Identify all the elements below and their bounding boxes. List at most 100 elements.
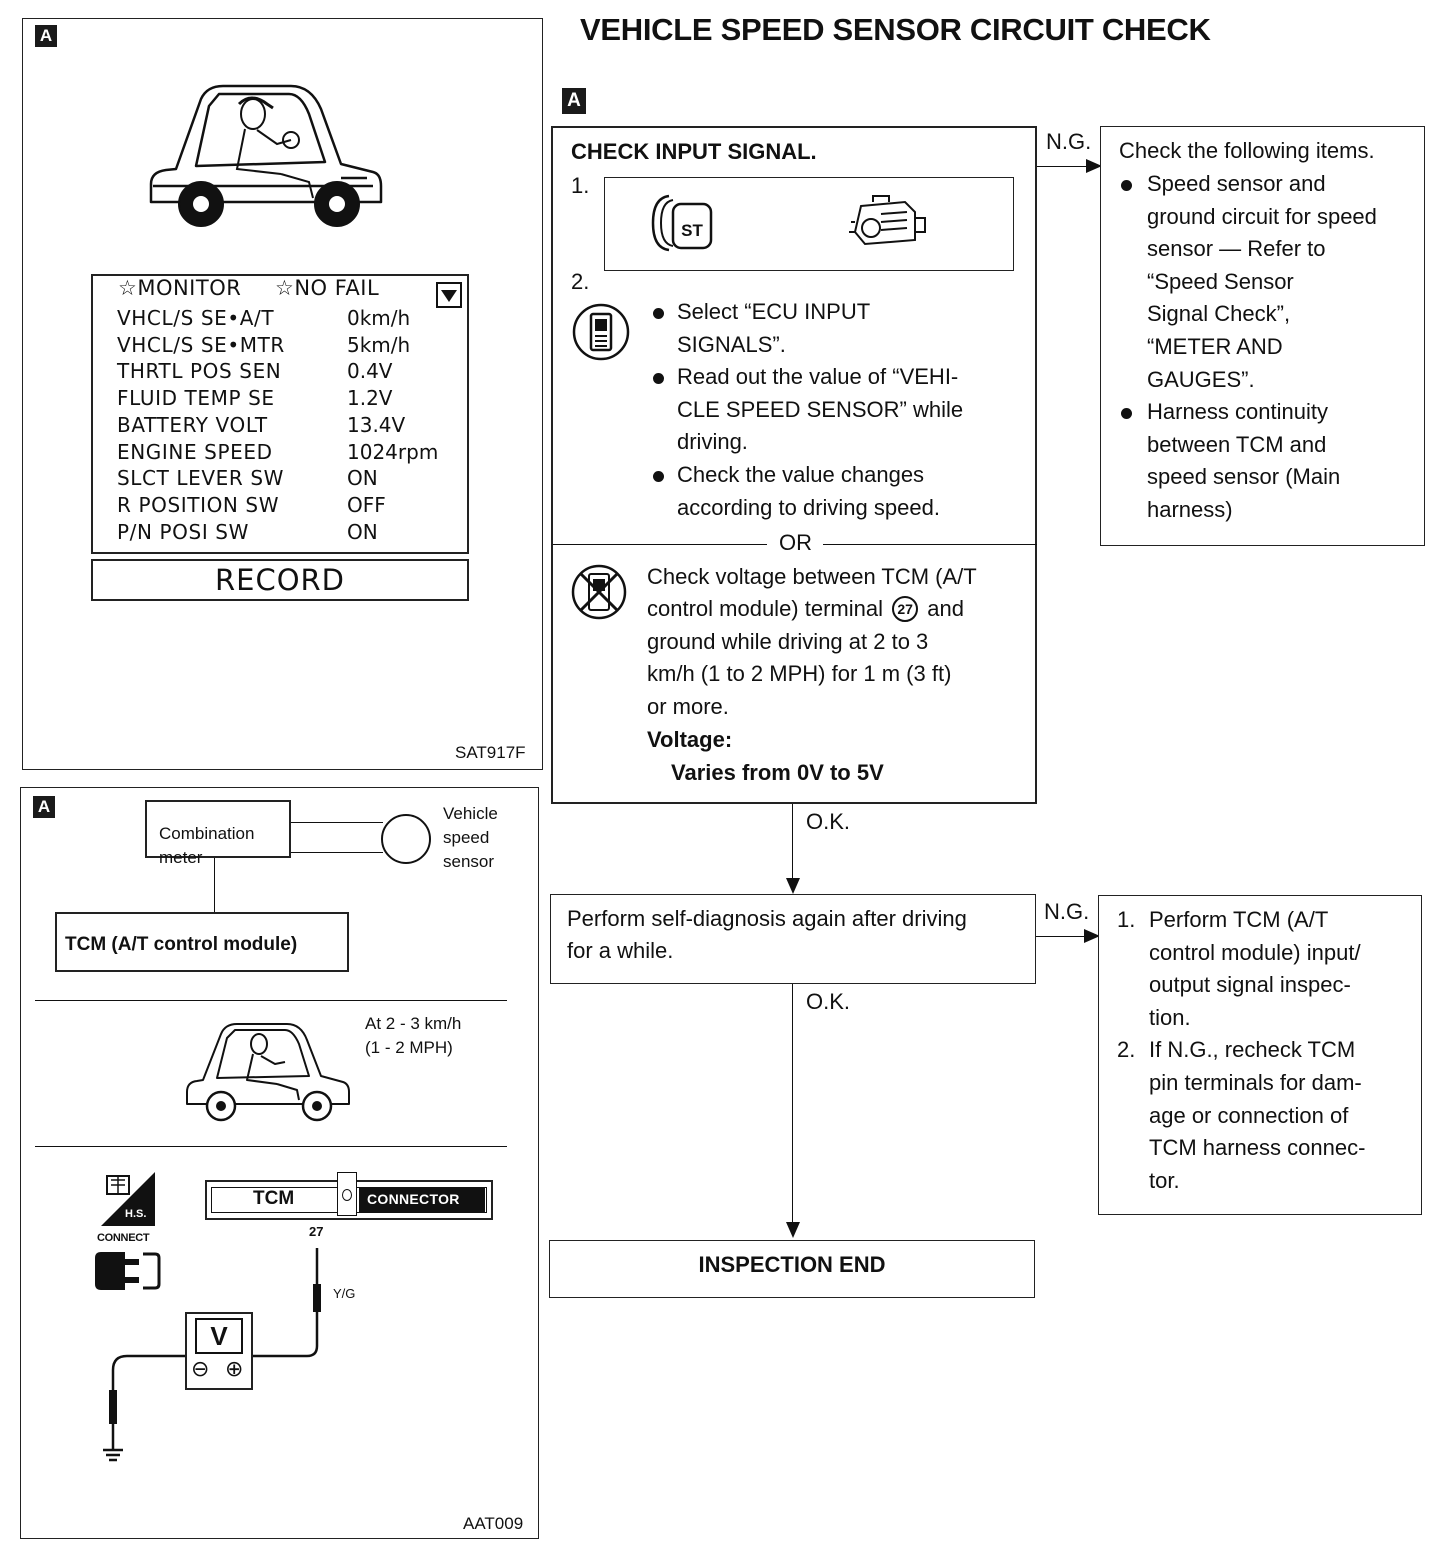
monitor-row-value: 5km/h	[347, 332, 411, 357]
or-label: OR	[779, 530, 812, 555]
wire-terminal-27: 27	[309, 1224, 324, 1239]
monitor-row: P/N POSI SW ON	[117, 520, 457, 546]
numbered-item-text: control module) input/	[1149, 939, 1361, 965]
numbered-item-text: pin terminals for dam-	[1149, 1070, 1362, 1095]
bullet-text-line: “METER AND	[1147, 334, 1283, 359]
bullet-dot	[1121, 408, 1132, 420]
triangle-down-icon	[441, 290, 457, 302]
voltage-line-1: Check voltage between TCM (A/T	[647, 564, 977, 589]
voltage-label: Voltage:	[647, 727, 733, 752]
hs-label: H.S.	[125, 1208, 147, 1220]
voltage-line-2-text: control module) terminal	[647, 596, 883, 621]
bullet-text-line: GAUGES”.	[1147, 366, 1255, 392]
monitor-row-value: 0km/h	[347, 306, 411, 330]
self-diagnosis-box: Perform self-diagnosis again after drivi…	[550, 894, 1036, 984]
terminal-27-circled: 27	[892, 596, 919, 622]
bullet-text-line: Select “ECU INPUT	[677, 299, 871, 324]
divider-2	[35, 1146, 507, 1147]
arrow-down-icon	[786, 878, 800, 894]
record-button[interactable]: RECORD	[91, 559, 469, 601]
wire-color-yg: Y/G	[333, 1286, 356, 1301]
bullet-text-line: sensor — Refer to	[1147, 236, 1326, 262]
negative-terminal-icon: ⊖	[191, 1356, 210, 1381]
tcm-connector: TCM CONNECTOR	[205, 1172, 493, 1220]
voltage-line-5: or more.	[647, 694, 729, 719]
monitor-row-value: OFF	[347, 492, 386, 517]
monitor-row-label: THRTL POS SEN	[117, 359, 282, 384]
ng-arrow-2-line	[1036, 936, 1086, 937]
ignition-key-icon: ST	[651, 194, 713, 252]
arrow-right-icon	[1086, 159, 1102, 173]
connector-latch	[337, 1172, 357, 1216]
numbered-item-number: 1.	[1117, 907, 1136, 932]
consult-tool-icon	[572, 303, 630, 361]
monitor-row-value: ON	[347, 466, 378, 491]
ok-label-2: O.K.	[806, 989, 851, 1014]
ignition-engine-box: ST	[604, 177, 1014, 271]
page-title: VEHICLE SPEED SENSOR CIRCUIT CHECK	[580, 12, 1211, 47]
combination-meter-label-1: Combination	[159, 824, 255, 843]
tcm-inspection-box: 1. Perform TCM (A/T control module) input/…	[1098, 895, 1422, 1215]
page-down-button[interactable]	[436, 282, 462, 308]
sensor-label-2: speed	[443, 828, 490, 847]
speed-note-1: At 2 - 3 km/h	[365, 1014, 462, 1033]
monitor-row: FLUID TEMP SE 1.2V	[117, 386, 457, 412]
bullet-text-line: Harness continuity	[1147, 399, 1328, 425]
panel-consult-monitor: A ☆MONITOR ☆NO FAIL VHCL/S SE•	[22, 18, 543, 770]
tcm-box	[55, 912, 349, 972]
arrow-right-icon	[1084, 929, 1100, 943]
monitor-row-label: P/N POSI SW	[117, 519, 249, 544]
divider-1	[35, 1000, 507, 1001]
bullet-text-line: between TCM and	[1147, 431, 1327, 457]
voltage-line-2-and: and	[927, 596, 964, 621]
combination-meter-box	[145, 800, 291, 858]
flow-tag-a: A	[562, 88, 586, 114]
ng-label-1: N.G.	[1046, 129, 1092, 154]
bullet-text-line: SIGNALS”.	[677, 331, 786, 357]
bullet-dot	[653, 471, 664, 482]
voltmeter-display: V	[195, 1318, 243, 1354]
arrow-down-icon	[786, 1222, 800, 1238]
monitor-row: VHCL/S SE•MTR 5km/h	[117, 333, 457, 359]
sensor-wire-top	[291, 822, 383, 823]
bullet-text-line: Speed sensor and	[1147, 171, 1326, 196]
st-key-label: ST	[681, 221, 703, 240]
figure-code-aat009: AAT009	[463, 1514, 524, 1533]
figure-code-sat917f: SAT917F	[455, 743, 526, 762]
or-divider-right	[823, 544, 1037, 545]
numbered-item-text: tor.	[1149, 1167, 1180, 1193]
check-input-title: CHECK INPUT SIGNAL.	[571, 139, 817, 164]
voltage-line-2: control module) terminal 27 and	[647, 593, 964, 626]
harness-side-icon	[101, 1172, 155, 1226]
numbered-item-text: If N.G., recheck TCM	[1149, 1037, 1356, 1063]
monitor-row-value: ON	[347, 519, 378, 544]
ok-arrow-1-line	[792, 804, 793, 882]
voltmeter-v-label: V	[210, 1321, 228, 1351]
voltage-line-4: km/h (1 to 2 MPH) for 1 m (3 ft)	[647, 661, 952, 686]
numbered-item-text: age or connection of	[1149, 1102, 1349, 1128]
self-diag-line-2: for a while.	[567, 938, 674, 963]
ng-label-2: N.G.	[1044, 899, 1090, 924]
monitor-row-label: FLUID TEMP SE	[117, 386, 275, 411]
monitor-row-label: SLCT LEVER SW	[117, 466, 284, 491]
monitor-row-value: 13.4V	[347, 412, 406, 437]
voltage-value: Varies from 0V to 5V	[671, 760, 884, 785]
voltage-line-3: ground while driving at 2 to 3	[647, 629, 929, 654]
no-consult-icon	[571, 564, 627, 620]
combination-meter-label-2: meter	[159, 848, 203, 867]
voltmeter: V ⊖ ⊕	[185, 1312, 253, 1390]
connector-connector-label: CONNECTOR	[367, 1191, 460, 1207]
connector-plug-icon	[95, 1252, 161, 1290]
numbered-item-text: Perform TCM (A/T	[1149, 907, 1329, 932]
monitor-row-value: 1.2V	[347, 386, 393, 411]
monitor-row-label: VHCL/S SE•MTR	[117, 332, 285, 357]
panel-circuit-check: A Combination meter Vehicle speed sensor…	[20, 787, 539, 1539]
car-driver-illustration	[149, 84, 383, 227]
bullet-text-line: Signal Check”,	[1147, 301, 1291, 327]
check-input-signal-box: CHECK INPUT SIGNAL. 1. ST 2. Select “ECU…	[551, 126, 1037, 804]
bullet-text-line: CLE SPEED SENSOR” while	[677, 396, 964, 422]
bullet-text-line: ground circuit for speed	[1147, 203, 1377, 229]
sensor-label-3: sensor	[443, 852, 495, 871]
monitor-row-label: BATTERY VOLT	[117, 412, 268, 437]
